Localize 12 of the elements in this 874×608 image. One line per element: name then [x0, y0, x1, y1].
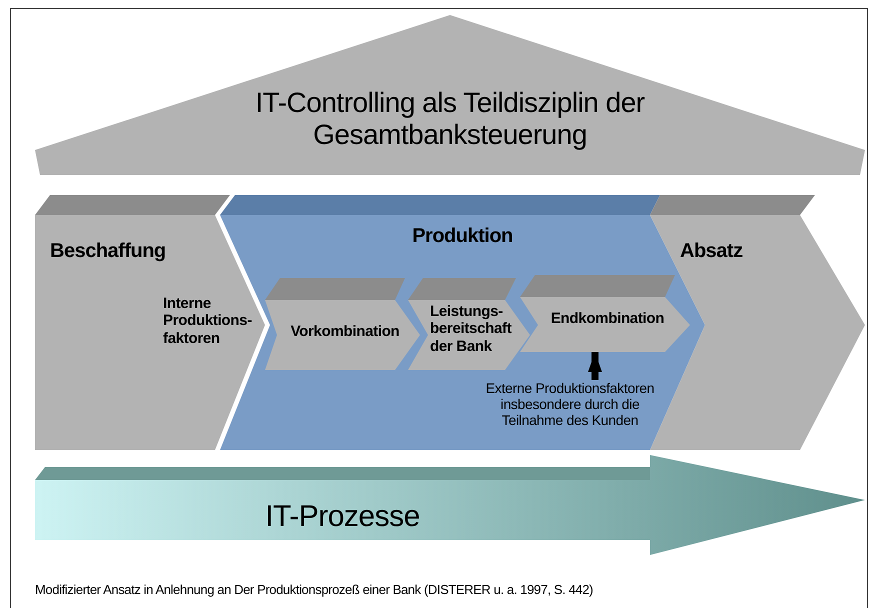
- step-label: Leistungs- bereitschaft der Bank: [430, 303, 512, 355]
- caption: Modifizierter Ansatz in Anlehnung an Der Produktionsprozeß einer Bank (DISTERER u. a. 1997, S. 442): [35, 583, 593, 598]
- step-label: Endkombination: [550, 310, 666, 328]
- arrow: [588, 352, 602, 380]
- body-text: Interne Produktions- faktoren: [163, 295, 253, 347]
- note-text: Externe Produktionsfaktoren insbesondere durch die Teilnahme des Kunden: [484, 380, 656, 428]
- arrow-label: IT-Prozesse: [264, 500, 421, 534]
- step-label: Vorkombination: [290, 323, 400, 340]
- section-heading: Absatz: [680, 240, 744, 263]
- roof-heading: IT-Controlling als Teildisziplin der Gesamtbanksteuerung: [254, 87, 646, 152]
- section-heading: Produktion: [411, 225, 514, 248]
- section-heading: Beschaffung: [50, 240, 167, 263]
